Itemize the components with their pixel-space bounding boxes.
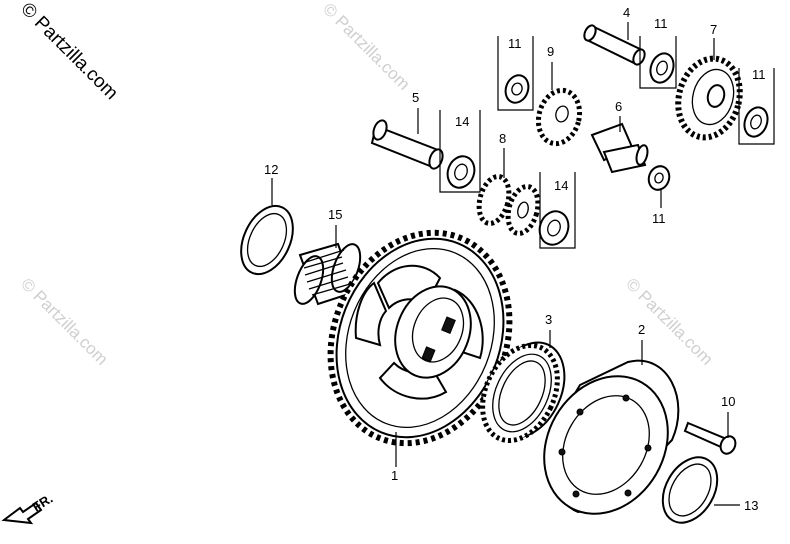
bracket-lines (439, 36, 775, 249)
part-13-washer (661, 456, 719, 524)
part-11-washer-d (743, 106, 769, 138)
part-6-shaft (590, 122, 649, 174)
callout-6: 6 (615, 99, 622, 114)
watermark-mid-right: © Partzilla.com (622, 274, 716, 368)
callout-7: 7 (710, 22, 717, 37)
part-10-bolt (683, 421, 737, 455)
callout-2: 2 (638, 322, 645, 337)
callout-14b: 14 (554, 178, 568, 193)
part-12-washer (240, 204, 294, 276)
part-14-washer-lower (538, 210, 570, 246)
part-11-washer-c (649, 52, 675, 84)
callout-10: 10 (721, 394, 735, 409)
part-2-clutch-outer (543, 359, 680, 515)
part-11-washer-b (647, 165, 671, 191)
callout-11d: 11 (652, 211, 666, 226)
watermark-mid-left: © Partzilla.com (17, 274, 111, 368)
part-7-gear (675, 55, 743, 141)
callout-14a: 14 (455, 114, 469, 129)
part-9-gear (535, 87, 583, 147)
callout-12: 12 (264, 162, 278, 177)
part-11-washer-a (504, 74, 530, 104)
callout-15: 15 (328, 207, 342, 222)
callout-9: 9 (547, 44, 554, 59)
callout-8: 8 (499, 131, 506, 146)
callout-11b: 11 (654, 16, 668, 31)
part-14-washer-upper (446, 155, 476, 189)
leader-lines (271, 22, 740, 506)
part-8-double-gear (476, 174, 541, 236)
callout-3: 3 (545, 312, 552, 327)
part-5-shaft (370, 119, 444, 170)
part-1-driven-gear (327, 229, 513, 447)
callout-4: 4 (623, 5, 630, 20)
callout-1: 1 (391, 468, 398, 483)
part-4-pin (583, 24, 646, 66)
part-15-needle-bearing (293, 242, 362, 306)
part-3-one-way-clutch (480, 341, 566, 444)
callout-11a: 11 (508, 36, 522, 51)
watermark-top-center: © Partzilla.com (319, 0, 413, 94)
front-direction-marker: FR. (1, 491, 55, 525)
callout-11c: 11 (752, 67, 766, 82)
callout-13: 13 (744, 498, 758, 513)
callout-5: 5 (412, 90, 419, 105)
watermark-top-left: © Partzilla.com (16, 0, 121, 104)
